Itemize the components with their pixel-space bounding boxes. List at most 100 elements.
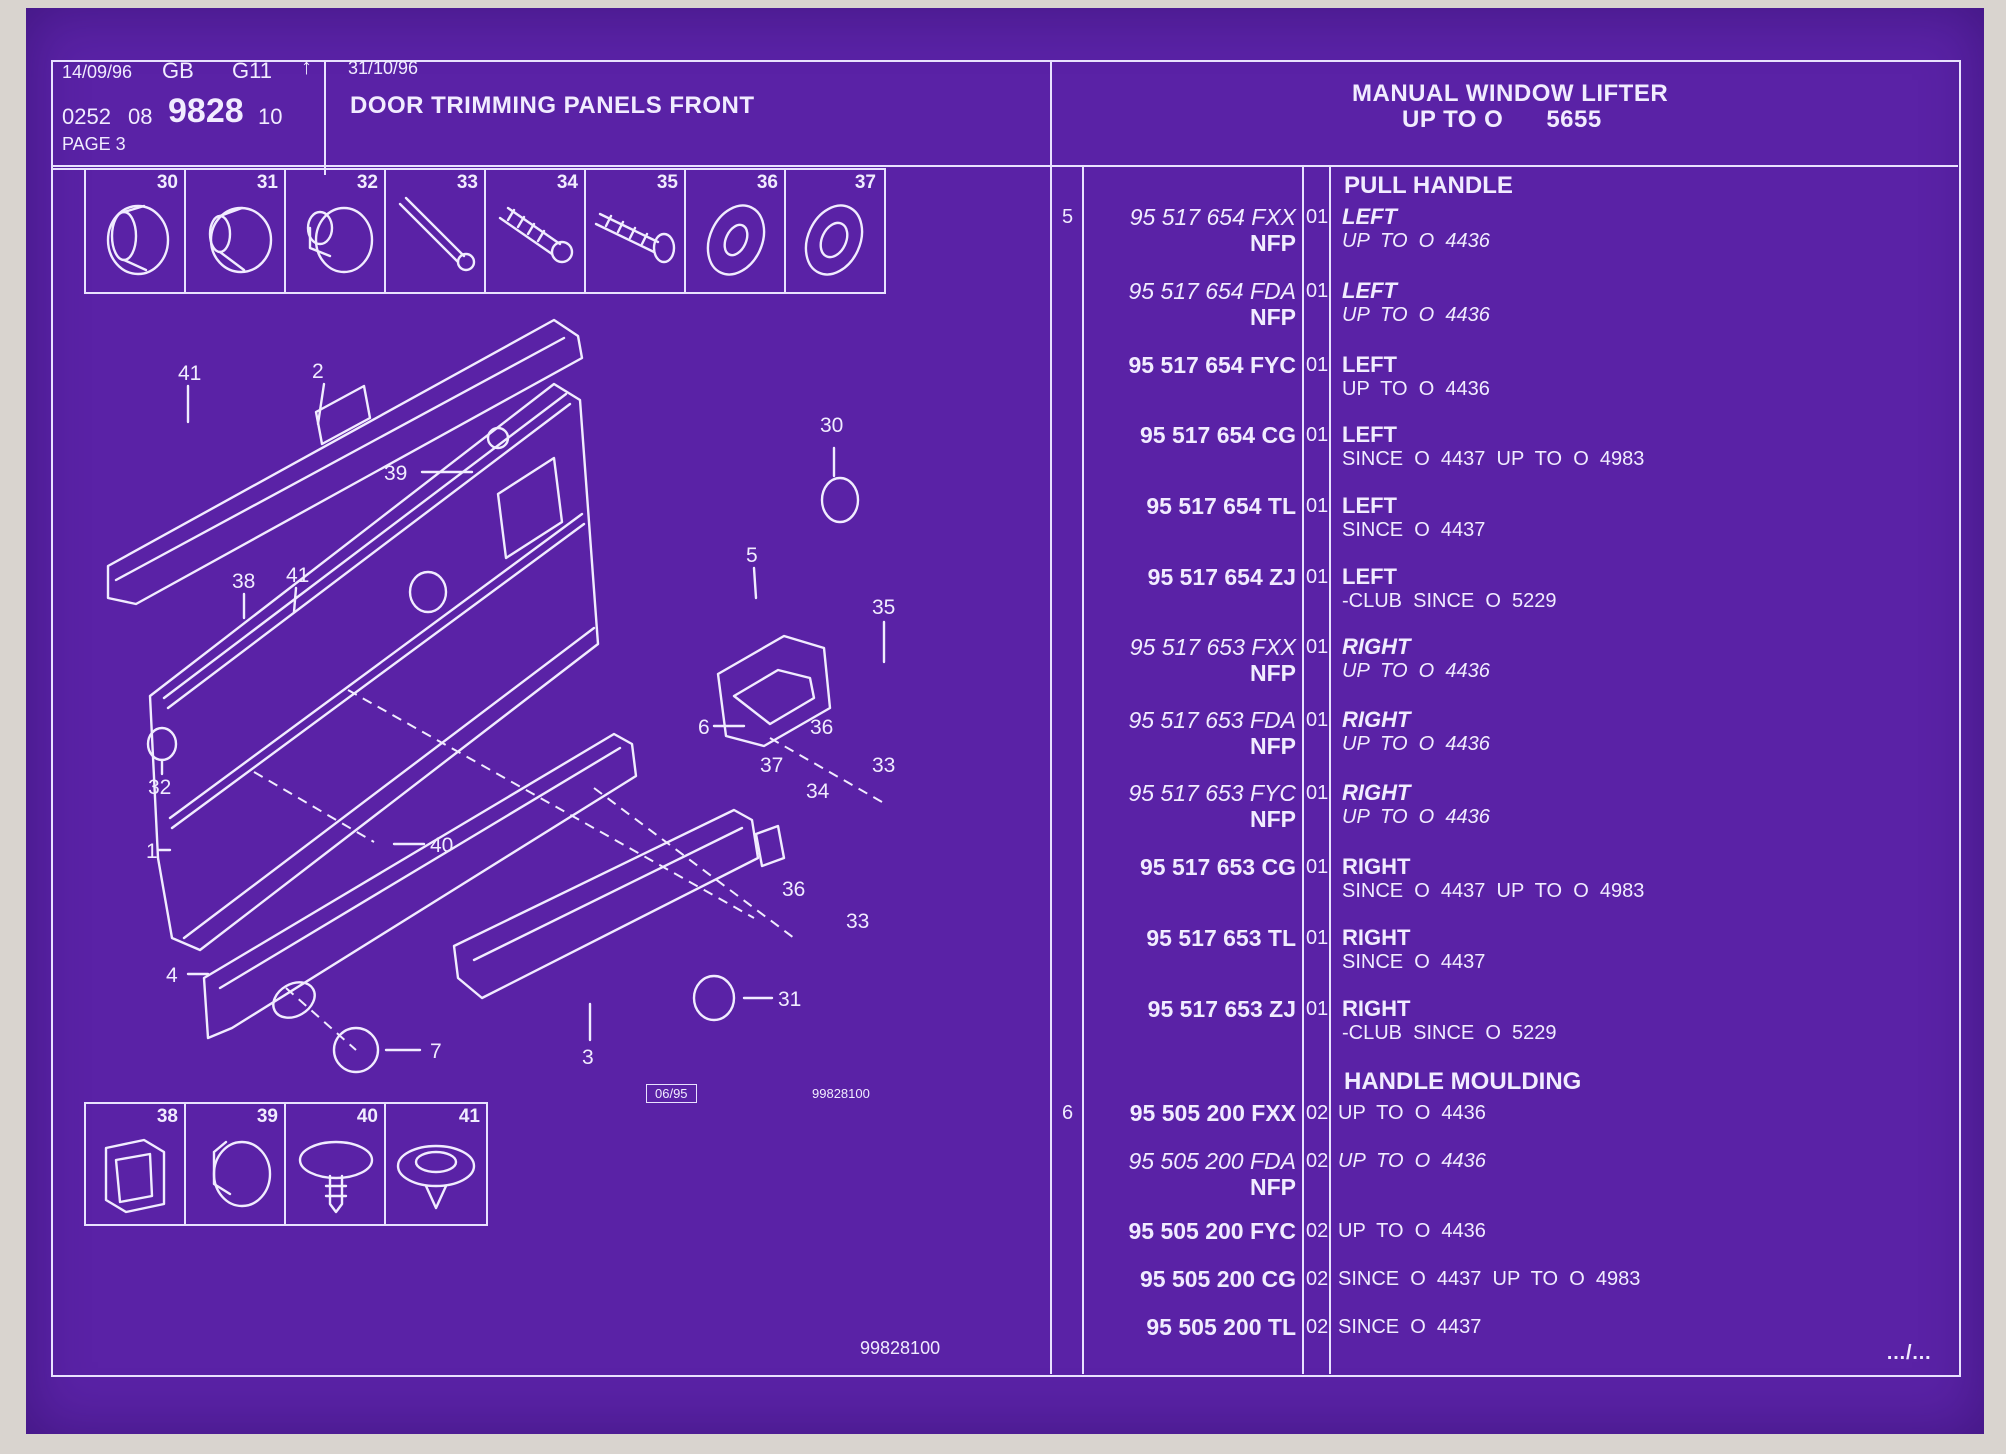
svg-text:36: 36: [810, 716, 833, 739]
quantity: 02: [1306, 1102, 1329, 1124]
svg-text:3: 3: [582, 1046, 594, 1069]
part-number: 95 517 654 ZJ: [1147, 564, 1296, 590]
side-label: LEFT: [1342, 204, 1397, 229]
icon-cell-41: 41: [386, 1104, 486, 1224]
part-number: 95 505 200 FYC: [1128, 1218, 1296, 1244]
door-panel-outline: [148, 382, 600, 952]
quantity: 02: [1306, 1150, 1329, 1172]
side-label: LEFT: [1342, 278, 1397, 303]
description: SINCE O 4437 UP TO O 4983: [1338, 1268, 1641, 1290]
icon-number: 37: [854, 172, 876, 193]
screw-icon: [498, 206, 574, 264]
icon-number: 30: [156, 172, 178, 193]
icon-cell-33: 33: [386, 170, 486, 292]
icon-cell-39: 39: [186, 1104, 286, 1224]
icon-number: 38: [156, 1106, 178, 1127]
washer-icon: [804, 204, 864, 276]
quantity: 01: [1306, 354, 1329, 376]
exploded-view-diagram: 41 2 39 30 41 38 5 35 32 6 36 33 37 34 1…: [106, 318, 895, 1074]
icon-number: 31: [256, 172, 278, 193]
description: UP TO O 4436: [1338, 1150, 1486, 1172]
part-number: 95 517 654 FDA: [1128, 278, 1296, 304]
side-label: LEFT: [1342, 422, 1397, 447]
quantity: 02: [1306, 1316, 1329, 1338]
nfp-flag: NFP: [1250, 304, 1296, 330]
side-label: LEFT: [1342, 564, 1397, 589]
icon-number: 39: [256, 1106, 278, 1127]
svg-text:33: 33: [872, 754, 895, 777]
header-catalog-number: 9828: [168, 92, 244, 130]
part-number: 95 517 653 ZJ: [1147, 996, 1296, 1022]
svg-text:36: 36: [782, 878, 805, 901]
description: SINCE O 4437: [1338, 1316, 1482, 1338]
col-desc-divider: [1329, 166, 1331, 1374]
quantity: 01: [1306, 636, 1329, 658]
icon-cell-37: 37: [786, 170, 882, 292]
side-label: RIGHT: [1342, 634, 1411, 659]
part-number: 95 517 653 FXX: [1129, 634, 1296, 660]
svg-text:41: 41: [178, 362, 201, 385]
part-number: 95 517 654 CG: [1139, 422, 1296, 448]
retainer-clip-icon: [104, 1138, 166, 1214]
icon-number: 40: [356, 1106, 378, 1127]
header-arrow: ↑: [301, 54, 312, 79]
svg-text:33: 33: [846, 910, 869, 933]
svg-text:32: 32: [148, 776, 171, 799]
icon-number: 36: [756, 172, 778, 193]
ref-number: 5: [1062, 206, 1074, 228]
plug-icon: [208, 206, 273, 274]
svg-text:35: 35: [872, 596, 895, 619]
validity-range: UP TO O 4436: [1342, 806, 1490, 828]
nfp-flag: NFP: [1250, 733, 1296, 759]
nfp-flag: NFP: [1250, 1174, 1296, 1200]
header-issue: 10: [258, 104, 283, 129]
icon-number: 33: [456, 172, 478, 193]
svg-text:34: 34: [806, 780, 830, 803]
svg-text:1: 1: [146, 840, 158, 863]
part-number: 95 505 200 FDA: [1128, 1148, 1296, 1174]
svg-text:37: 37: [760, 754, 783, 777]
side-label: RIGHT: [1342, 707, 1411, 732]
side-label: RIGHT: [1342, 854, 1411, 879]
header-divider-1: [324, 61, 326, 175]
fir-tree-clip-icon: [396, 1144, 476, 1210]
header-prefix: 0252: [62, 104, 111, 129]
validity-range: SINCE O 4437 UP TO O 4983: [1342, 880, 1645, 902]
header-date2: 31/10/96: [348, 58, 419, 78]
part-number: 95 517 654 FXX: [1129, 204, 1296, 230]
svg-text:41: 41: [286, 564, 309, 587]
ref-number: 6: [1062, 1102, 1074, 1124]
validity-range: SINCE O 4437 UP TO O 4983: [1342, 448, 1645, 470]
header-model: G11: [232, 58, 272, 83]
icon-number: 41: [458, 1106, 480, 1127]
parts-sheet: 14/09/96 GB G11 ↑ 0252 08 9828 10 PAGE 3…: [26, 8, 1984, 1434]
right-title-line1: MANUAL WINDOW LIFTER: [1352, 80, 1669, 107]
part-number: 95 505 200 TL: [1146, 1314, 1296, 1340]
svg-text:2: 2: [312, 360, 324, 383]
footer-drawing-code: 99828100: [860, 1338, 941, 1358]
part-number: 95 505 200 CG: [1139, 1266, 1296, 1292]
icon-cell-40: 40: [286, 1104, 386, 1224]
validity-range: UP TO O 4436: [1342, 733, 1490, 755]
icon-cell-31: 31: [186, 170, 286, 292]
quantity: 01: [1306, 927, 1329, 949]
validity-range: UP TO O 4436: [1342, 230, 1490, 252]
col-qty-divider: [1302, 166, 1304, 1374]
quantity: 01: [1306, 998, 1329, 1020]
part-number: 95 517 653 FDA: [1128, 707, 1296, 733]
nfp-flag: NFP: [1250, 660, 1296, 686]
screw-icon: [594, 212, 676, 264]
pull-handle-outline: [452, 808, 760, 1000]
part-number: 95 517 654 TL: [1146, 493, 1296, 519]
description: UP TO O 4436: [1338, 1220, 1486, 1242]
clip-icon: [306, 206, 374, 274]
side-label: LEFT: [1342, 493, 1397, 518]
push-rivet-icon: [298, 1140, 374, 1214]
section-heading: HANDLE MOULDING: [1344, 1068, 1582, 1095]
header-group: 08: [128, 104, 153, 129]
header-bottom-rule: [52, 165, 1958, 167]
handle-moulding-outline: [202, 732, 638, 1040]
quantity: 01: [1306, 709, 1329, 731]
quantity: 01: [1306, 424, 1329, 446]
icon-cell-34: 34: [486, 170, 586, 292]
